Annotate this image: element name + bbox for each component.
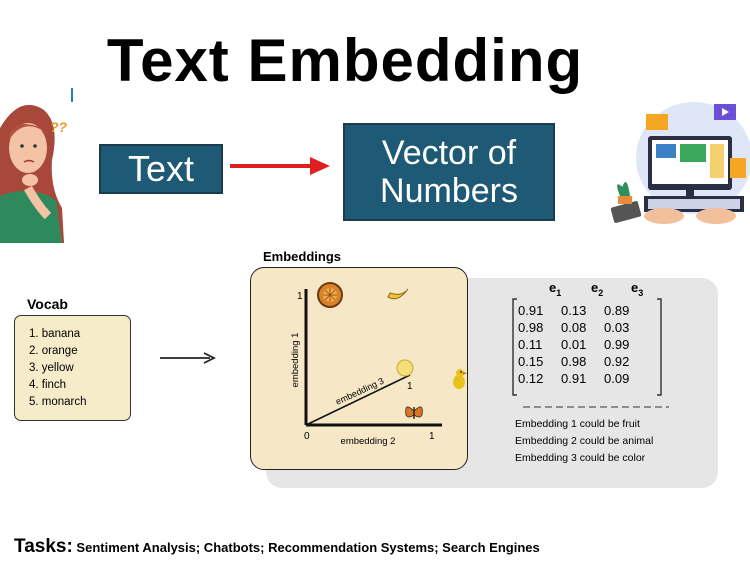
vocab-item: 3. yellow <box>29 362 74 374</box>
matrix-cell: 0.09 <box>604 371 629 386</box>
matrix-cell: 0.08 <box>561 320 586 335</box>
tasks-text: Sentiment Analysis; Chatbots; Recommenda… <box>76 540 540 555</box>
matrix-cell: 0.11 <box>518 337 542 352</box>
vector-box-line-1: Vector of <box>381 134 517 172</box>
matrix-right-bracket <box>657 298 662 396</box>
matrix-left-bracket <box>512 298 517 396</box>
matrix-cell: 0.12 <box>518 371 543 386</box>
embedding-3-tick-one: 1 <box>407 381 413 392</box>
matrix-header-e1: e1 <box>549 280 561 298</box>
embedding-description: Embedding 2 could be animal <box>515 435 654 447</box>
vector-of-numbers-box: Vector of Numbers <box>343 123 555 221</box>
embedding-description: Embedding 1 could be fruit <box>515 418 640 430</box>
embedding-plot: 1 0 1 1 embedding 1 embedding 2 embeddin… <box>290 282 467 447</box>
orange-icon <box>317 282 343 308</box>
embedding-1-label: embedding 1 <box>290 333 301 388</box>
banana-icon <box>387 288 409 300</box>
page-title: Text Embedding <box>106 27 584 94</box>
thinking-person-illustration: ?? <box>0 88 73 243</box>
svg-text:??: ?? <box>50 119 68 135</box>
embedding-matrix: e1 e2 e3 0.91 0.13 0.89 0.98 0.08 0.03 0… <box>512 280 662 396</box>
embedding-2-label: embedding 2 <box>341 436 396 447</box>
embedding-plot-box <box>250 267 468 470</box>
embedding-description: Embedding 3 could be color <box>515 452 646 464</box>
matrix-cell: 0.98 <box>518 320 543 335</box>
embedding-3-axis <box>305 374 411 426</box>
text-box: Text <box>99 144 223 194</box>
yellow-color-icon <box>396 359 414 377</box>
matrix-cell: 0.15 <box>518 354 543 369</box>
vocab-item: 2. orange <box>29 345 78 357</box>
vocab-item: 4. finch <box>29 379 67 391</box>
matrix-cell: 0.89 <box>604 303 629 318</box>
vector-box-line-2: Numbers <box>380 172 518 210</box>
matrix-cell: 0.99 <box>604 337 629 352</box>
vocab-item: 5. monarch <box>29 396 87 408</box>
tasks-label: Tasks: <box>14 536 73 557</box>
matrix-cell: 0.03 <box>604 320 629 335</box>
matrix-cell: 0.98 <box>561 354 586 369</box>
embeddings-title: Embeddings <box>263 249 342 264</box>
finch-icon <box>453 369 467 389</box>
vocab-list-box: 1. banana 2. orange 3. yellow 4. finch 5… <box>14 315 131 421</box>
matrix-header-e3: e3 <box>631 280 643 298</box>
vocab-title: Vocab <box>27 296 68 312</box>
embedding-2-tick-one: 1 <box>429 431 435 442</box>
arrow-right-icon <box>160 352 217 364</box>
origin-tick: 0 <box>304 431 310 442</box>
computer-workspace-illustration <box>610 102 750 224</box>
matrix-header-e2: e2 <box>591 280 603 298</box>
embedding-1-tick-one: 1 <box>297 291 303 302</box>
matrix-cell: 0.13 <box>561 303 586 318</box>
arrow-right-icon <box>230 157 330 175</box>
matrix-cell: 0.91 <box>518 303 543 318</box>
tasks-line: Tasks: Sentiment Analysis; Chatbots; Rec… <box>14 536 540 558</box>
matrix-cell: 0.92 <box>604 354 629 369</box>
matrix-cell: 0.91 <box>561 371 586 386</box>
dashed-divider <box>523 406 669 408</box>
matrix-cell: 0.01 <box>561 337 586 352</box>
monarch-butterfly-icon <box>405 406 423 419</box>
vocab-item: 1. banana <box>29 328 81 340</box>
